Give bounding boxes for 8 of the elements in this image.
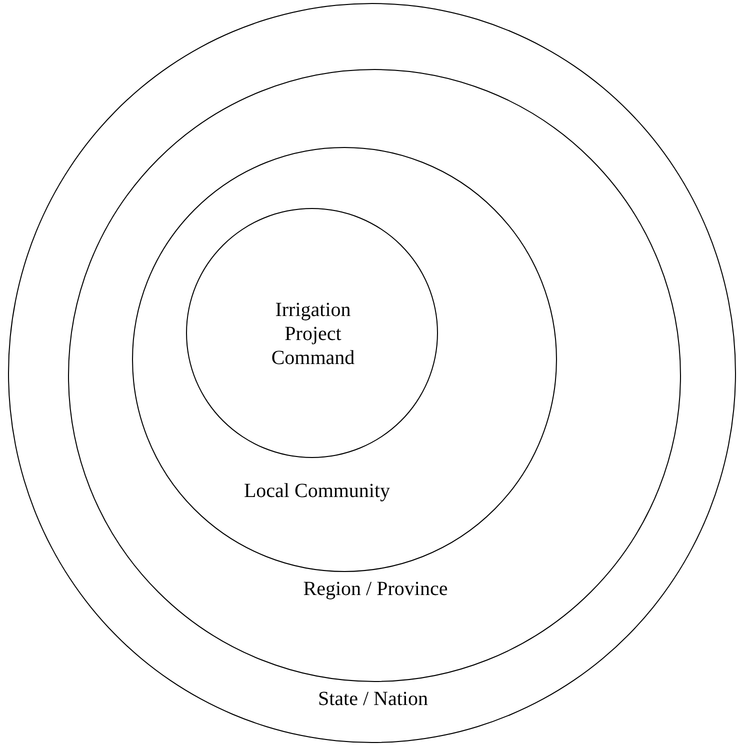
ring-circle: [8, 3, 736, 743]
ring-circle: [68, 69, 681, 682]
ring-label: State / Nation: [317, 687, 429, 711]
ring-circle: [132, 147, 557, 572]
ring-circle: [186, 208, 438, 458]
ring-label: Irrigation Project Command: [270, 298, 356, 370]
ring-label: Local Community: [242, 479, 392, 503]
ring-label: Region / Province: [302, 577, 449, 601]
